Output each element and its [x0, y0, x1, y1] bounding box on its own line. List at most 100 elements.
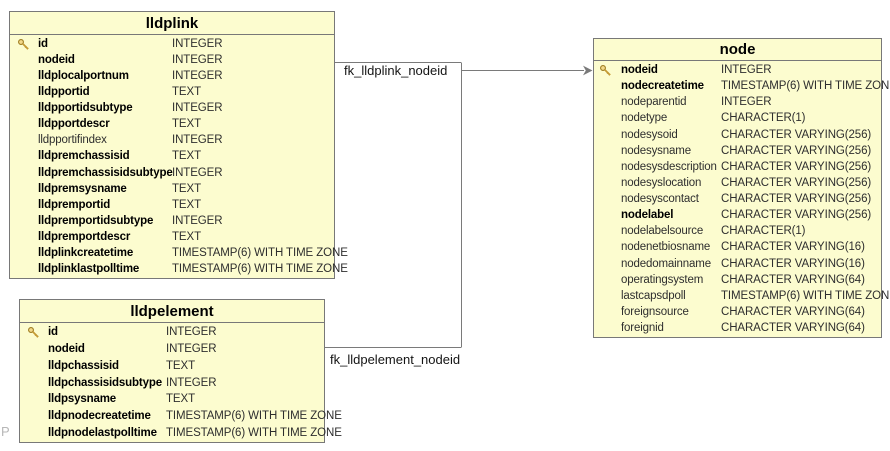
field-name: lldpnodelastpolltime [48, 426, 157, 439]
field-type: TEXT [172, 182, 201, 195]
key-column-spacer [10, 150, 38, 163]
field-name: nodeid [621, 64, 658, 77]
key-column-spacer [10, 86, 38, 99]
field-type: INTEGER [166, 326, 217, 339]
table-title-lldpelement: lldpelement [20, 300, 324, 323]
field-type: TIMESTAMP(6) WITH TIME ZONE [721, 289, 890, 302]
key-column-spacer [594, 112, 621, 125]
field-name: nodedomainname [621, 257, 711, 270]
field-name: lldpremportdescr [38, 230, 131, 243]
field-type: CHARACTER VARYING(16) [721, 257, 865, 270]
field-name: nodeparentid [621, 96, 687, 109]
field-type: TEXT [172, 198, 201, 211]
field-row-lldpremportid: lldpremportid TEXT [10, 197, 334, 213]
field-row-nodesysdescription: nodesysdescription CHARACTER VARYING(256) [594, 159, 881, 175]
field-name: lldpchassisidsubtype [48, 376, 162, 389]
field-type: INTEGER [172, 166, 223, 179]
field-type: CHARACTER(1) [721, 112, 806, 125]
field-name: lldpremchassisid [38, 150, 130, 163]
field-type: TEXT [172, 150, 201, 163]
field-name: lldpportdescr [38, 118, 110, 131]
key-column-spacer [594, 305, 621, 318]
field-type: TEXT [172, 86, 201, 99]
field-type: CHARACTER VARYING(256) [721, 160, 872, 173]
key-column-spacer [594, 193, 621, 206]
key-column-spacer [20, 343, 48, 356]
key-column-spacer [10, 182, 38, 195]
key-column-spacer [10, 246, 38, 259]
primary-key-icon [10, 38, 38, 51]
field-type: TIMESTAMP(6) WITH TIME ZONE [172, 246, 348, 259]
field-type: CHARACTER VARYING(64) [721, 273, 865, 286]
key-column-spacer [594, 144, 621, 157]
field-row-lldpportifindex: lldpportifindex INTEGER [10, 132, 334, 148]
watermark-text: P [1, 424, 10, 439]
field-name: nodesysname [621, 144, 691, 157]
field-name: lldpnodecreatetime [48, 409, 151, 422]
key-column-spacer [594, 225, 621, 238]
field-name: id [38, 38, 48, 51]
field-name: nodesysdescription [621, 160, 717, 173]
key-column-spacer [10, 214, 38, 227]
field-name: nodelabel [621, 209, 674, 222]
field-type: CHARACTER VARYING(16) [721, 241, 865, 254]
primary-key-icon [594, 64, 621, 77]
field-name: lldplinklastpolltime [38, 262, 140, 275]
key-column-spacer [20, 426, 48, 439]
field-type: INTEGER [172, 134, 223, 147]
field-name: operatingsystem [621, 273, 704, 286]
key-column-spacer [594, 322, 621, 335]
field-row-nodelabel: nodelabel CHARACTER VARYING(256) [594, 207, 881, 223]
field-name: lldpsysname [48, 393, 117, 406]
field-name: nodelabelsource [621, 225, 704, 238]
field-type: CHARACTER VARYING(256) [721, 128, 872, 141]
key-column-spacer [594, 96, 621, 109]
key-column-spacer [10, 134, 38, 147]
field-name: lastcapsdpoll [621, 289, 686, 302]
key-column-spacer [594, 257, 621, 270]
field-type: CHARACTER VARYING(256) [721, 209, 872, 222]
field-name: nodeid [38, 54, 75, 67]
field-row-id: id INTEGER [10, 36, 334, 52]
field-type: TIMESTAMP(6) WITH TIME ZONE [166, 426, 342, 439]
field-row-lldpchassisidsubtype: lldpchassisidsubtype INTEGER [20, 374, 324, 391]
key-column-spacer [20, 359, 48, 372]
field-name: nodesyslocation [621, 176, 702, 189]
key-column-spacer [594, 241, 621, 254]
field-row-nodelabelsource: nodelabelsource CHARACTER(1) [594, 223, 881, 239]
field-row-nodedomainname: nodedomainname CHARACTER VARYING(16) [594, 256, 881, 272]
field-type: INTEGER [166, 376, 217, 389]
field-type: CHARACTER(1) [721, 225, 806, 238]
key-column-spacer [10, 102, 38, 115]
key-column-spacer [10, 166, 38, 179]
field-name: lldpremportid [38, 198, 111, 211]
field-name: lldpchassisid [48, 359, 119, 372]
field-name: lldpportidsubtype [38, 102, 133, 115]
field-name: nodetype [621, 112, 668, 125]
field-type: INTEGER [172, 38, 223, 51]
field-name: lldpportifindex [38, 134, 107, 147]
field-type: INTEGER [721, 64, 772, 77]
table-title-lldplink: lldplink [10, 12, 334, 35]
